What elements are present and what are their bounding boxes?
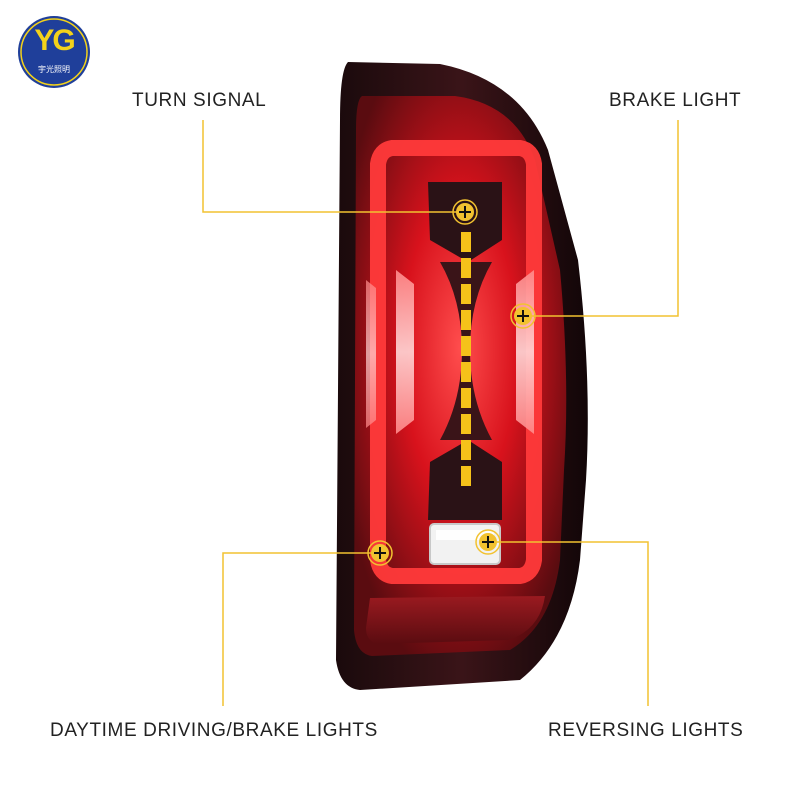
callout-turn-signal: TURN SIGNAL	[132, 90, 267, 111]
red-lens	[354, 96, 567, 656]
callout-markers	[367, 199, 536, 566]
marker-turn-signal	[452, 199, 478, 225]
marker-reversing	[475, 529, 501, 555]
logo-caption: 宇光照明	[38, 65, 70, 74]
turn-signal-segments	[461, 232, 471, 486]
far-left-lens	[366, 280, 376, 428]
inner-x-panel	[428, 182, 502, 262]
light-guide-ring	[370, 140, 542, 584]
logo-mark: YG	[34, 24, 75, 57]
marker-brake-light	[510, 303, 536, 329]
callout-brake-light: BRAKE LIGHT	[609, 90, 742, 111]
left-side-lens	[396, 270, 414, 434]
brand-logo	[18, 16, 90, 88]
callout-reversing: REVERSING LIGHTS	[548, 720, 744, 741]
callout-lines	[202, 120, 679, 706]
marker-drl-brake	[367, 540, 393, 566]
right-side-lens	[516, 270, 534, 434]
bottom-reflector	[366, 596, 545, 644]
callout-drl-brake: DAYTIME DRIVING/BRAKE LIGHTS	[50, 720, 378, 741]
